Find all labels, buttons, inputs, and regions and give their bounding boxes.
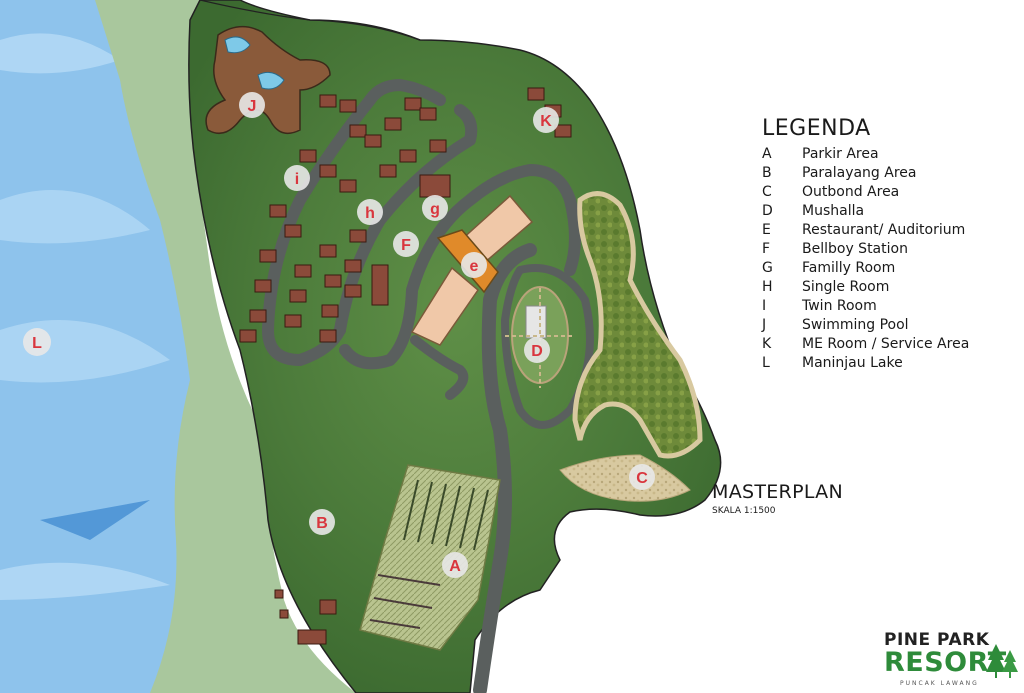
legend-item: C Outbond Area [762, 183, 969, 202]
plan-title: MASTERPLAN [712, 481, 843, 503]
legend-item: J Swimming Pool [762, 316, 969, 335]
legend-key: E [762, 222, 771, 238]
legend-key: G [762, 260, 773, 276]
marker-f: F [401, 237, 411, 254]
legend-item: L Maninjau Lake [762, 354, 969, 373]
legend-item: D Mushalla [762, 202, 969, 221]
legend-item: F Bellboy Station [762, 240, 969, 259]
marker-l: L [32, 335, 42, 352]
legend-key: H [762, 279, 773, 295]
legend-label: Restaurant/ Auditorium [802, 222, 966, 238]
legend-label: Bellboy Station [802, 241, 908, 257]
legend-key: I [762, 298, 767, 314]
mushalla-area [505, 286, 575, 388]
marker-a: A [449, 558, 461, 575]
legend-label: Mushalla [802, 203, 865, 219]
legend-item: B Paralayang Area [762, 164, 969, 183]
marker-h: h [365, 205, 375, 222]
legend-label: Paralayang Area [802, 165, 917, 181]
parking-area [359, 464, 501, 651]
outbond-area [559, 191, 703, 502]
marker-b: B [316, 515, 328, 532]
legend-key: B [762, 165, 772, 181]
legend-label: Parkir Area [802, 146, 879, 162]
marker-d: D [531, 343, 543, 360]
pine-trees-icon [986, 644, 1018, 678]
legend-key: D [762, 203, 773, 219]
lake-shore [95, 0, 356, 693]
resort-logo: PINE PARK RESORT PUNCAK LAWANG [882, 630, 1022, 692]
marker-g: g [430, 201, 440, 218]
legend-label: Swimming Pool [802, 317, 909, 333]
legend-item: I Twin Room [762, 297, 969, 316]
legend-key: F [762, 241, 771, 257]
legend-key: C [762, 184, 772, 200]
marker-c: C [636, 470, 648, 487]
legend-key: A [762, 146, 772, 162]
legend-label: Maninjau Lake [802, 355, 903, 371]
logo-line-1: PINE PARK [884, 630, 990, 650]
swimming-pool-area [205, 26, 331, 135]
marker-j: J [248, 98, 257, 115]
logo-line-3: PUNCAK LAWANG [900, 680, 979, 687]
legend-key: L [762, 355, 770, 371]
legend-item: K ME Room / Service Area [762, 335, 969, 354]
marker-k: K [540, 113, 552, 130]
legend-item: G Familly Room [762, 259, 969, 278]
legend-label: Familly Room [802, 260, 896, 276]
legend-key: J [762, 317, 767, 333]
legend-item: E Restaurant/ Auditorium [762, 221, 969, 240]
plan-scale: SKALA 1:1500 [712, 506, 776, 516]
marker-i: i [295, 171, 299, 188]
road-network [262, 79, 594, 693]
legend-label: Twin Room [802, 298, 877, 314]
legend-item: H Single Room [762, 278, 969, 297]
legend-label: Outbond Area [802, 184, 900, 200]
logo-line-2: RESORT [884, 647, 1007, 678]
legend-item: A Parkir Area [762, 145, 969, 164]
legend-key: K [762, 336, 772, 352]
marker-e: e [470, 258, 479, 275]
legend-label: Single Room [802, 279, 890, 295]
legend-title: LEGENDA [762, 116, 871, 141]
legend-label: ME Room / Service Area [802, 336, 970, 352]
map-markers: A B C D e F g h i J K L [23, 92, 655, 578]
